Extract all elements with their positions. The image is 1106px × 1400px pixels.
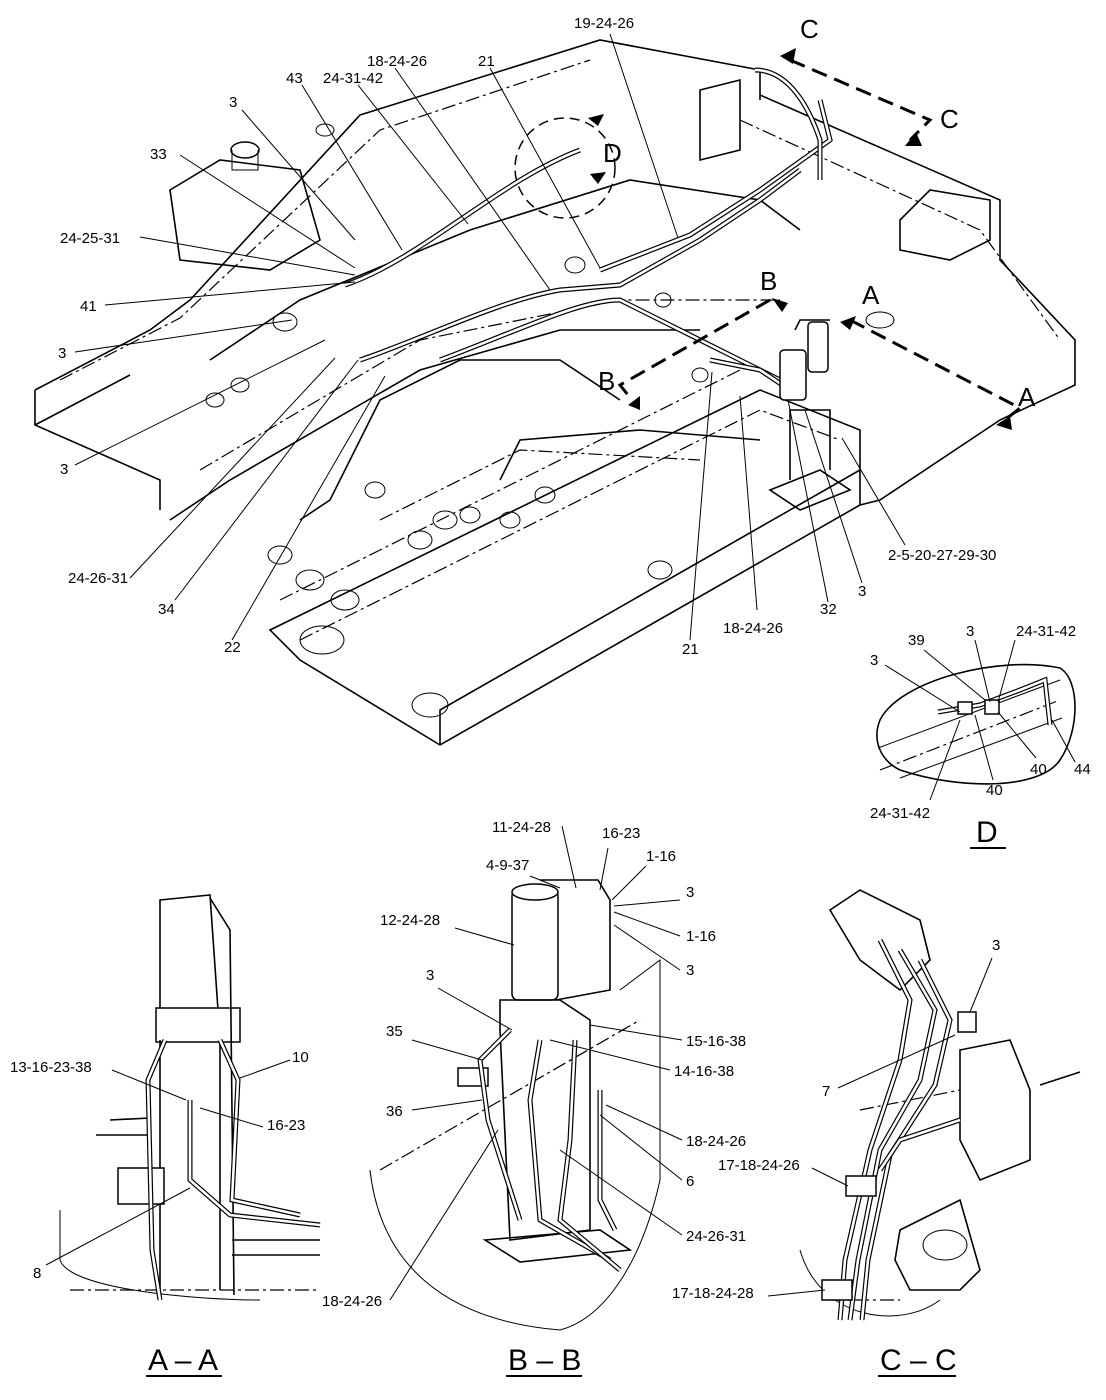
aa-callout-8: 8: [33, 1265, 41, 1282]
callout-24-25-31: 24-25-31: [60, 230, 120, 247]
section-mark-c-top: C: [800, 14, 819, 44]
callout-41: 41: [80, 298, 97, 315]
bb-callout-12-24-28: 12-24-28: [380, 912, 440, 929]
callout-24-26-31: 24-26-31: [68, 570, 128, 587]
bb-callout-24-26-31: 24-26-31: [686, 1228, 746, 1245]
section-cut-lines: [588, 48, 1023, 430]
d-callout-44: 44: [1074, 761, 1091, 778]
callout-43: 43: [286, 70, 303, 87]
d-callout-24-31-42-bottom: 24-31-42: [870, 805, 930, 822]
callout-2-5-20-27-29-30: 2-5-20-27-29-30: [888, 547, 996, 564]
d-callout-40-right: 40: [1030, 761, 1047, 778]
detail-d-view: 39 3 24-31-42 3 40 44 40 24-31-42 D: [870, 623, 1091, 849]
bb-callout-3-b: 3: [686, 962, 694, 979]
callout-3-left: 3: [58, 345, 66, 362]
bb-callout-4-9-37: 4-9-37: [486, 857, 529, 874]
callout-33: 33: [150, 146, 167, 163]
main-leader-lines: [74, 33, 906, 641]
section-mark-b-left: B: [598, 366, 615, 396]
detail-d-circle: [514, 117, 616, 219]
bb-callout-35: 35: [386, 1023, 403, 1040]
d-callout-3-left: 3: [870, 652, 878, 669]
callout-21-top: 21: [478, 53, 495, 70]
cc-callout-3: 3: [992, 937, 1000, 954]
filter-assembly: [768, 319, 852, 511]
d-callout-24-31-42-top: 24-31-42: [1016, 623, 1076, 640]
callout-24-31-42: 24-31-42: [323, 70, 383, 87]
section-bb-title: B – B: [508, 1344, 581, 1377]
callout-19-24-26: 19-24-26: [574, 15, 634, 32]
bb-callout-6: 6: [686, 1173, 694, 1190]
bb-callout-18-24-26-bottom: 18-24-26: [322, 1293, 382, 1310]
bb-callout-1-16-mid: 1-16: [686, 928, 716, 945]
bb-callout-18-24-26-right: 18-24-26: [686, 1133, 746, 1150]
callout-18-24-26-top: 18-24-26: [367, 53, 427, 70]
section-mark-d: D: [603, 138, 622, 168]
aa-callout-16-23: 16-23: [267, 1117, 305, 1134]
bb-callout-15-16-38: 15-16-38: [686, 1033, 746, 1050]
aa-callout-13-16-23-38: 13-16-23-38: [10, 1059, 92, 1076]
section-cc-title: C – C: [880, 1344, 957, 1377]
bb-callout-3-a: 3: [686, 884, 694, 901]
bb-callout-16-23: 16-23: [602, 825, 640, 842]
section-mark-a-right: A: [1018, 382, 1036, 412]
callout-34: 34: [158, 601, 175, 618]
d-callout-39: 39: [908, 632, 925, 649]
cc-callout-7: 7: [822, 1083, 830, 1100]
callout-21-bottom: 21: [682, 641, 699, 658]
callout-18-24-26-bottom: 18-24-26: [723, 620, 783, 637]
d-callout-3-top: 3: [966, 623, 974, 640]
section-mark-b-right: B: [760, 266, 777, 296]
bb-callout-1-16-top: 1-16: [646, 848, 676, 865]
section-mark-a-left: A: [862, 280, 880, 310]
callout-3-lower: 3: [60, 461, 68, 478]
section-bb-view: 11-24-28 4-9-37 16-23 1-16 3 12-24-28 1-…: [322, 819, 746, 1377]
cc-callout-17-18-24-28: 17-18-24-28: [672, 1285, 754, 1302]
bb-callout-36: 36: [386, 1103, 403, 1120]
section-aa-title: A – A: [148, 1344, 218, 1377]
bb-callout-11-24-28: 11-24-28: [492, 819, 551, 836]
section-aa-view: 10 13-16-23-38 16-23 8 A – A: [10, 894, 321, 1377]
d-callout-40-bottom: 40: [986, 782, 1003, 799]
section-mark-c-right: C: [940, 104, 959, 134]
bb-callout-3-c: 3: [426, 967, 434, 984]
detail-d-title: D: [976, 816, 998, 849]
callout-3-top: 3: [229, 94, 237, 111]
aa-callout-10: 10: [292, 1049, 309, 1066]
section-cc-view: 3 7 17-18-24-26 17-18-24-28 C – C: [672, 889, 1081, 1377]
cc-callout-17-18-24-26: 17-18-24-26: [718, 1157, 800, 1174]
callout-22: 22: [224, 639, 241, 656]
main-frame-view: C C B B A A D 19-2: [34, 14, 1076, 746]
callout-32: 32: [820, 601, 837, 618]
frame-holes: [205, 123, 895, 718]
bb-callout-14-16-38: 14-16-38: [674, 1063, 734, 1080]
callout-3-right: 3: [858, 583, 866, 600]
